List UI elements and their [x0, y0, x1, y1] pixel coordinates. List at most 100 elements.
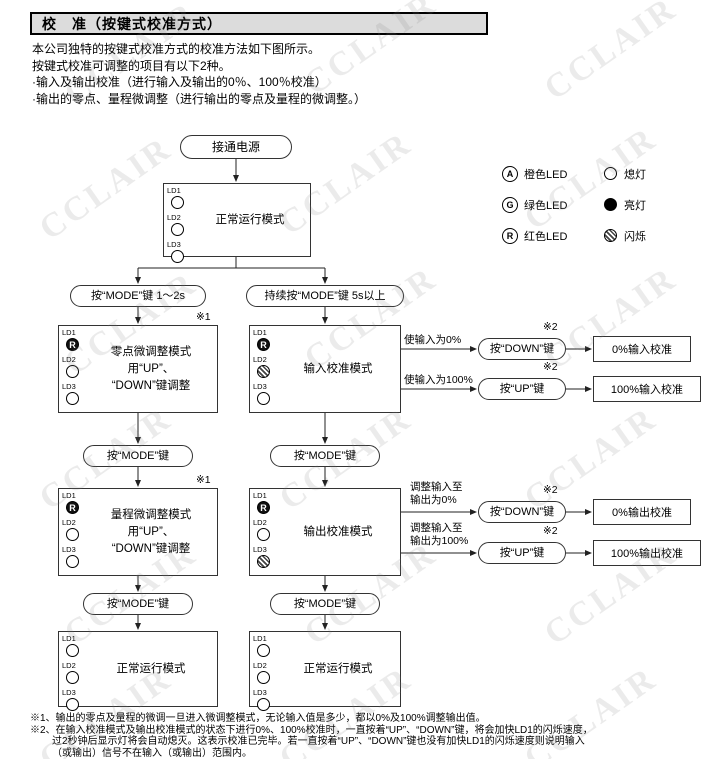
- power-on-node: 接通电源: [180, 135, 292, 159]
- result-output-100-box: 100%输出校准: [593, 540, 701, 566]
- ref-note1: ※1: [196, 311, 211, 323]
- led2-indicator: [66, 528, 79, 541]
- led1-label: LD1: [253, 491, 267, 500]
- result-output-0-box: 0%输出校准: [593, 499, 691, 525]
- legend-type-label: 橙色LED: [524, 168, 568, 181]
- set-input-0-label: 使输入为0%: [404, 334, 462, 346]
- led1-indicator: R: [66, 501, 79, 514]
- legend-row: G 绿色LED 亮灯: [502, 189, 646, 220]
- press-mode-5s-node: 持续按“MODE”键 5s以上: [246, 285, 404, 307]
- intro-line-3: ·输入及输出校准（进行输入及输出的0％、100％校准）: [32, 75, 327, 89]
- press-down-node: 按“DOWN”键: [478, 501, 566, 523]
- led2-label: LD2: [62, 355, 76, 364]
- led-legend: A 橙色LED 熄灯 G 绿色LED 亮灯 R 红色LED 闪烁: [502, 158, 646, 251]
- press-mode-node: 按“MODE”键: [270, 445, 380, 467]
- result-input-0-box: 0%输入校准: [593, 336, 691, 362]
- led2-indicator: [257, 365, 270, 378]
- mode-line3: “DOWN”键调整: [111, 379, 191, 392]
- mode-line2: 用“UP”、: [127, 362, 175, 375]
- press-down-node: 按“DOWN”键: [478, 338, 566, 360]
- led2-indicator: [66, 365, 79, 378]
- set-input-100-label: 使输入为100%: [404, 374, 473, 386]
- led3-label: LD3: [253, 545, 267, 554]
- led2-label: LD2: [62, 518, 76, 527]
- led2-indicator: [66, 671, 79, 684]
- led1-label: LD1: [62, 491, 76, 500]
- intro-line-4: ·输出的零点、量程微调整（进行输出的零点及量程的微调整。）: [32, 91, 366, 106]
- label-line: 调整输入至: [410, 481, 463, 493]
- mode-title: 正常运行模式: [116, 662, 186, 675]
- legend-state-label: 亮灯: [624, 199, 646, 212]
- led3-indicator: [257, 698, 270, 711]
- legend-row: A 橙色LED 熄灯: [502, 158, 646, 189]
- mode-title: 正常运行模式: [215, 213, 285, 226]
- normal-mode-bottom-right-box: LD1 LD2 LD3 正常运行模式: [249, 631, 401, 711]
- led3-label: LD3: [62, 688, 76, 697]
- led1-label: LD1: [253, 328, 267, 337]
- led2-indicator: [257, 671, 270, 684]
- led1-indicator: R: [257, 501, 270, 514]
- led3-label: LD3: [253, 382, 267, 391]
- footnote-2: ※2、在输入校准模式及输出校准模式的状态下进行0%、100%校准时，一直按着“U…: [30, 724, 593, 736]
- ref-note2: ※2: [543, 361, 558, 373]
- mode-title: 零点微调整模式: [110, 345, 192, 358]
- ref-note2: ※2: [543, 525, 558, 537]
- ref-note2: ※2: [543, 484, 558, 496]
- mode-line2: 用“UP”、: [127, 525, 175, 538]
- section-title: 校 准（按键式校准方式）: [30, 12, 488, 35]
- led2-label: LD2: [62, 661, 76, 670]
- led2-label: LD2: [253, 355, 267, 364]
- led1-label: LD1: [167, 186, 181, 195]
- led1-label: LD1: [253, 634, 267, 643]
- led3-label: LD3: [167, 240, 181, 249]
- label-line: 输出为0%: [410, 494, 457, 506]
- green-led-icon: G: [502, 196, 518, 213]
- led-column: LD1 LD2 LD3: [164, 184, 194, 263]
- led3-indicator: [66, 698, 79, 711]
- mode-title: 输入校准模式: [303, 362, 373, 375]
- legend-state-label: 熄灯: [624, 168, 646, 181]
- ref-note2: ※2: [543, 321, 558, 333]
- led1-indicator: R: [66, 338, 79, 351]
- press-mode-node: 按“MODE”键: [270, 593, 380, 615]
- label-line: 调整输入至: [410, 522, 463, 534]
- press-mode-node: 按“MODE”键: [83, 593, 193, 615]
- legend-type-label: 绿色LED: [524, 199, 568, 212]
- led-blink-icon: [604, 229, 617, 242]
- footnotes: ※1、输出的零点及量程的微调一旦进入微调整模式，无论输入值是多少，都以0%及10…: [30, 713, 692, 759]
- label-line: 输出为100%: [410, 535, 469, 547]
- legend-type-label: 红色LED: [524, 230, 568, 243]
- mode-title: 正常运行模式: [303, 662, 373, 675]
- led1-indicator: R: [257, 338, 270, 351]
- led3-indicator: [66, 555, 79, 568]
- led3-label: LD3: [62, 545, 76, 554]
- normal-mode-top-box: LD1 LD2 LD3 正常运行模式: [163, 183, 311, 263]
- led3-label: LD3: [62, 382, 76, 391]
- led3-indicator: [257, 555, 270, 568]
- led-off-icon: [604, 167, 617, 180]
- led2-indicator: [171, 223, 184, 236]
- led3-label: LD3: [253, 688, 267, 697]
- led3-indicator: [257, 392, 270, 405]
- led-on-icon: [604, 198, 617, 211]
- mode-title: 输出校准模式: [303, 525, 373, 538]
- press-up-node: 按“UP”键: [478, 378, 566, 400]
- adjust-output-0-label: 调整输入至 输出为0%: [410, 481, 463, 507]
- press-mode-1-2s-node: 按“MODE”键 1～2s: [70, 285, 206, 307]
- led1-label: LD1: [62, 634, 76, 643]
- led1-label: LD1: [62, 328, 76, 337]
- legend-row: R 红色LED 闪烁: [502, 220, 646, 251]
- intro-line-1: 本公司独特的按键式校准方式的校准方法如下图所示。: [32, 42, 321, 56]
- led-column: LD1 LD2 LD3: [250, 632, 280, 711]
- led-column: LD1 LD2 LD3: [59, 632, 89, 711]
- footnote-1: ※1、输出的零点及量程的微调一旦进入微调整模式，无论输入值是多少，都以0%及10…: [30, 713, 486, 724]
